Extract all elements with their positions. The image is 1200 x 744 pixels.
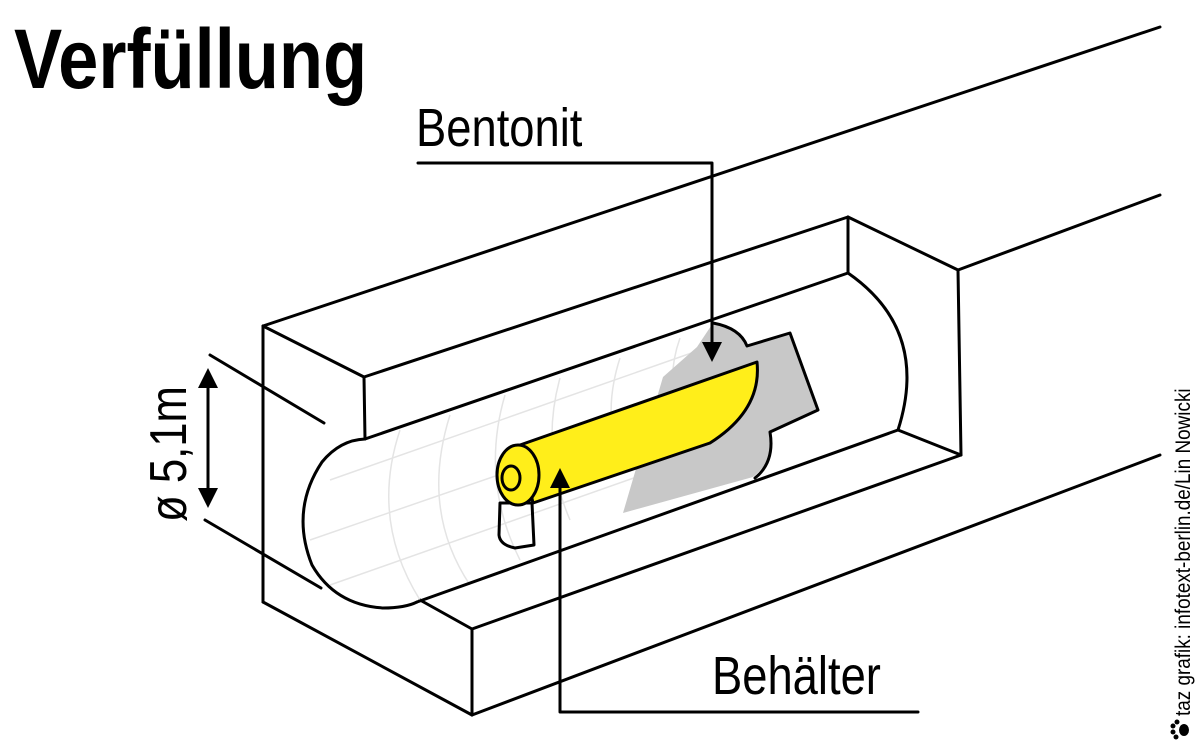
arrow-up-icon (550, 468, 570, 488)
paw-icon (1170, 719, 1189, 740)
credit: taz grafik: infotext-berlin.de/Lin Nowic… (1170, 388, 1195, 740)
double-arrow-icon (198, 368, 218, 508)
diagram-title: Verfüllung (14, 12, 367, 106)
bentonit-callout: Bentonit (416, 97, 722, 362)
arrow-down-icon (702, 342, 722, 362)
behaelter-callout: Behälter (550, 468, 920, 714)
label-diameter: ø 5,1m (141, 386, 198, 522)
repository-block (261, 25, 1162, 717)
container-canister (495, 360, 759, 507)
label-bentonit: Bentonit (416, 97, 583, 158)
container-pedestal (497, 501, 536, 550)
diameter-dimension: ø 5,1m (141, 353, 326, 590)
credit-text: taz grafik: infotext-berlin.de/Lin Nowic… (1172, 388, 1195, 716)
label-behaelter: Behälter (712, 645, 881, 706)
